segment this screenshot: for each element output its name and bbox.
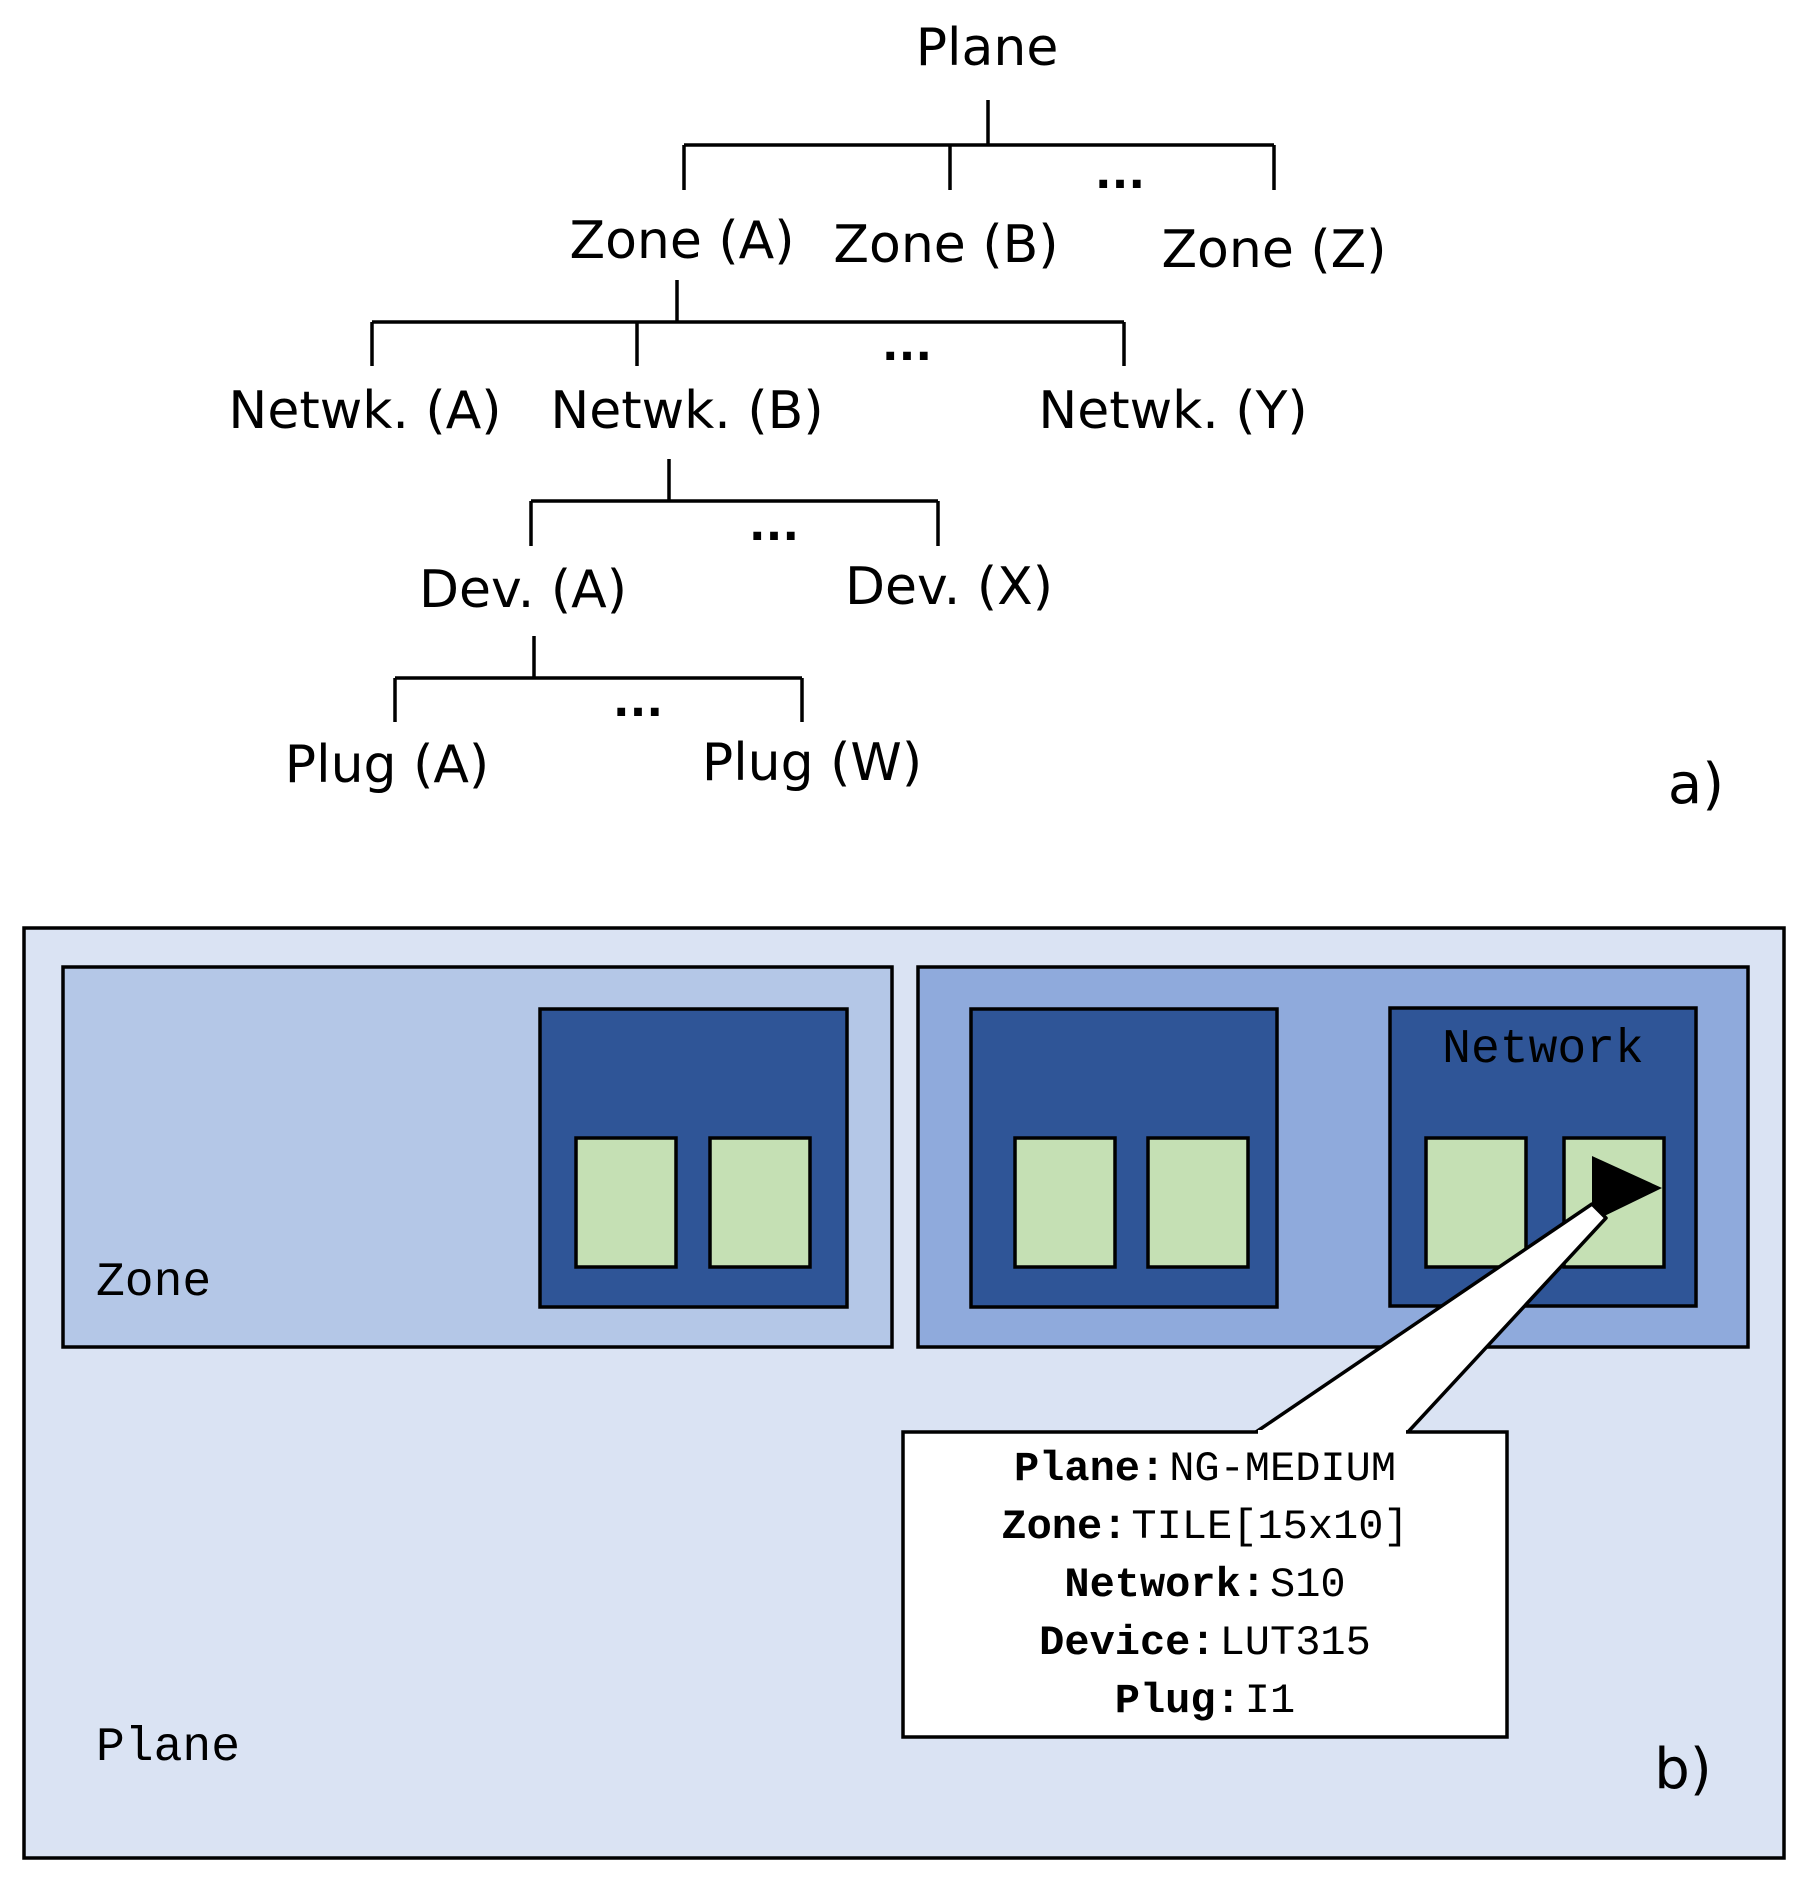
layout-diagram: Zone Network Plane: NG-MEDIUM Zone: TILE… bbox=[22, 926, 1786, 1860]
tree-device-x: Dev. (X) bbox=[845, 557, 1053, 617]
tree-zone-b: Zone (B) bbox=[833, 215, 1058, 275]
panel-label-b: b) bbox=[1654, 1737, 1711, 1802]
tree-plug-a: Plug (A) bbox=[285, 735, 489, 795]
tree-zone-a: Zone (A) bbox=[569, 211, 794, 271]
tree-ellipsis-devices: ... bbox=[749, 500, 799, 551]
tree-plug-w: Plug (W) bbox=[702, 733, 922, 793]
callout-row-plug: Plug: I1 bbox=[1115, 1677, 1295, 1725]
tree-connector-network-devices bbox=[529, 459, 940, 546]
callout-row-network: Network: S10 bbox=[1064, 1561, 1345, 1609]
callout-row-zone: Zone: TILE[15x10] bbox=[1001, 1503, 1408, 1551]
network-label: Network bbox=[1442, 1023, 1644, 1077]
callout-text: Plane: NG-MEDIUM Zone: TILE[15x10] Netwo… bbox=[1001, 1445, 1408, 1725]
plug-block bbox=[1146, 1136, 1250, 1269]
callout-box bbox=[901, 1430, 1509, 1739]
tree-connector-plane-zones bbox=[682, 100, 1276, 190]
tree-connector-zone-networks bbox=[370, 280, 1126, 366]
zone-label: Zone bbox=[96, 1256, 211, 1310]
hierarchy-tree: Plane ... Zone (A) Zone (B) Zone (Z) ...… bbox=[228, 18, 1724, 817]
tree-ellipsis-plugs: ... bbox=[613, 676, 663, 727]
tree-ellipsis-zones: ... bbox=[1095, 148, 1145, 199]
tree-connector-device-plugs bbox=[393, 636, 804, 722]
tree-network-y: Netwk. (Y) bbox=[1038, 381, 1307, 441]
selection-arrow-icon bbox=[1592, 1156, 1662, 1222]
plug-block bbox=[1424, 1136, 1528, 1269]
tree-ellipsis-networks: ... bbox=[882, 320, 932, 371]
tree-device-a: Dev. (A) bbox=[419, 560, 627, 620]
callout-row-device: Device: LUT315 bbox=[1039, 1619, 1371, 1667]
tree-root-label: Plane bbox=[916, 18, 1059, 78]
plug-block bbox=[708, 1136, 812, 1269]
tree-network-a: Netwk. (A) bbox=[228, 381, 501, 441]
tree-network-b: Netwk. (B) bbox=[550, 381, 823, 441]
tree-zone-z: Zone (Z) bbox=[1161, 220, 1386, 280]
callout-row-plane: Plane: NG-MEDIUM bbox=[1014, 1445, 1396, 1493]
plug-block bbox=[574, 1136, 678, 1269]
plane-label: Plane bbox=[96, 1721, 240, 1775]
plug-block bbox=[1013, 1136, 1117, 1269]
panel-label-a: a) bbox=[1668, 752, 1724, 817]
